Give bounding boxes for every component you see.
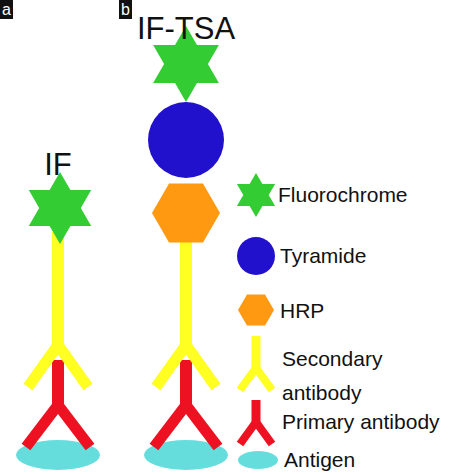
secondary-arms — [28, 345, 88, 387]
primary-arms — [26, 405, 90, 447]
if-stack — [16, 172, 100, 470]
panel-letter: a — [0, 0, 13, 19]
legend-text: Primary antibody — [282, 405, 472, 439]
swatch-arms — [240, 422, 272, 444]
panel-title: IF-TSA — [116, 12, 256, 46]
secondary-antibody-swatch — [240, 336, 272, 390]
primary-antibody-swatch — [240, 400, 272, 444]
tyramide-swatch — [237, 237, 275, 275]
legend-symbols — [237, 173, 278, 469]
primary-arms — [154, 405, 218, 447]
if-tsa-stack — [144, 26, 228, 470]
tyramide-shape — [148, 102, 224, 178]
secondary-arms — [156, 345, 216, 387]
hrp-shape — [152, 184, 220, 243]
legend-text: HRP — [280, 294, 470, 328]
secondary-stem — [52, 232, 64, 350]
legend-text: Tyramide — [280, 239, 470, 273]
swatch-arms — [240, 368, 272, 390]
panel-title: IF — [18, 148, 98, 182]
legend-text: Antigen — [284, 443, 474, 474]
legend-text: Fluorochrome — [278, 178, 468, 212]
panel-letter: b — [119, 0, 132, 19]
antigen-swatch — [238, 451, 278, 469]
secondary-stem — [180, 240, 192, 350]
fluorochrome-swatch — [237, 173, 275, 217]
fluorochrome-shape — [29, 172, 91, 244]
hrp-swatch — [238, 294, 274, 325]
legend-text: Secondary antibody — [282, 342, 400, 410]
